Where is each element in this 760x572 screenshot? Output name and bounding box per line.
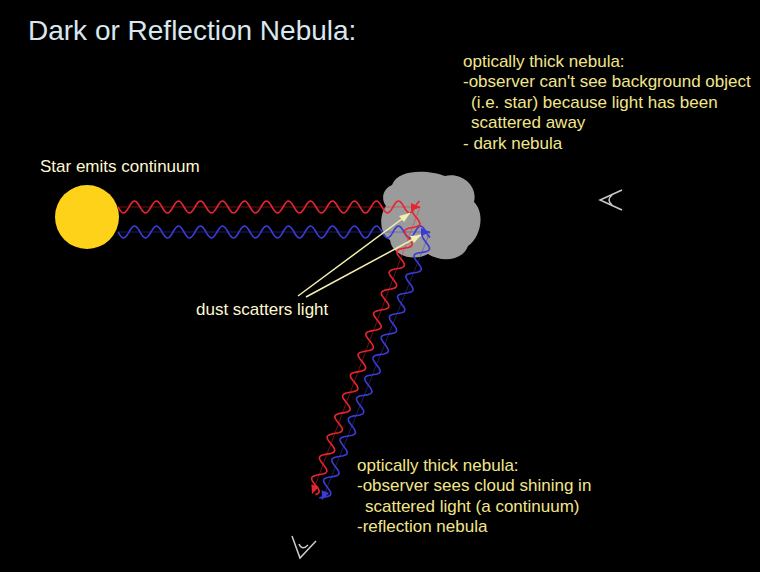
star-label: Star emits continuum (40, 157, 260, 177)
light-wave (312, 207, 420, 495)
leader-line (306, 235, 421, 297)
note-text: -reflection nebula (357, 517, 647, 537)
scatter-label: dust scatters light (196, 300, 376, 320)
note-text: -observer can't see background object (i… (463, 72, 759, 133)
note-heading: optically thick nebula: (357, 456, 647, 476)
dust-cloud (381, 172, 480, 260)
leader-line (298, 213, 410, 296)
wave-arrowhead (311, 484, 319, 494)
note-text: -observer sees cloud shining in scattere… (357, 476, 655, 517)
eye-symbol (292, 536, 316, 558)
leader-arrowhead (399, 213, 410, 222)
light-waves (118, 201, 430, 500)
note-heading: optically thick nebula: (463, 52, 751, 72)
light-wave (118, 201, 420, 213)
note-text: - dark nebula (463, 134, 751, 154)
leader-arrowhead (410, 235, 421, 243)
star-symbol (55, 185, 119, 249)
wave-axis (312, 207, 420, 494)
eye-symbol (600, 190, 622, 210)
wave-axis (118, 207, 420, 208)
wave-arrowhead (322, 490, 329, 500)
diagram-title: Dark or Reflection Nebula: (28, 14, 356, 48)
